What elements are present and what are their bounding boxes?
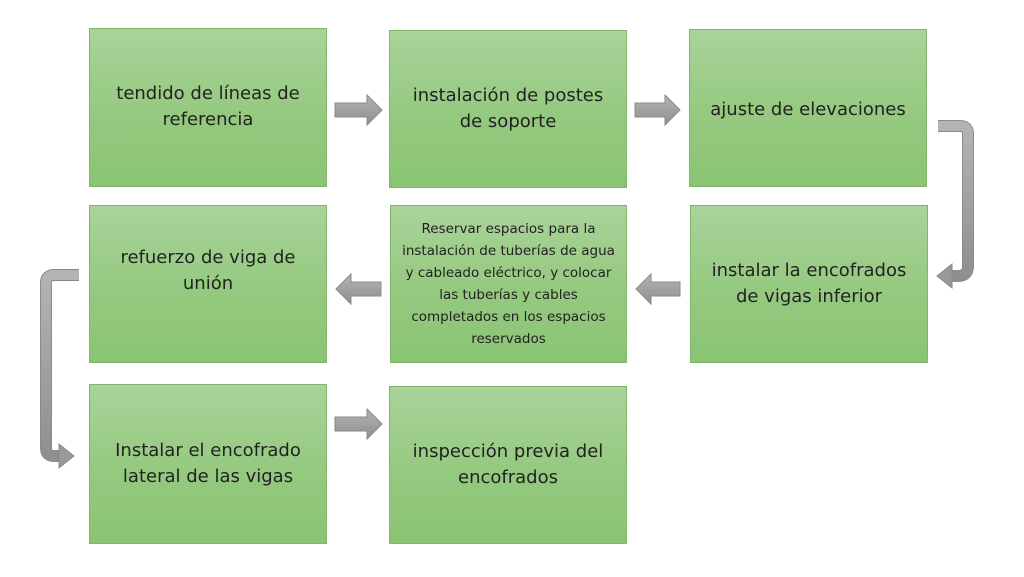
step-encofrado-lateral: Instalar el encofrado lateral de las vig… — [89, 384, 327, 544]
step-label: ajuste de elevaciones — [710, 99, 906, 120]
step-reservar-espacios: Reservar espacios para la instalación de… — [390, 205, 627, 363]
step-label: Reservar espacios para la instalación de… — [402, 221, 615, 347]
step-instalacion-postes: instalación de postes de soporte — [389, 30, 627, 188]
step-label: instalación de postes de soporte — [412, 85, 604, 132]
step-inspeccion-previa: inspección previa del encofrados — [389, 386, 627, 544]
arrow-left-1 — [635, 272, 681, 306]
step-label: instalar la encofrados de vigas inferior — [711, 260, 907, 307]
arrow-right-1 — [334, 93, 383, 127]
arrow-curve-left-head — [58, 442, 75, 470]
step-instalar-encofrados-inferior: instalar la encofrados de vigas inferior — [690, 205, 928, 363]
step-tendido-lineas: tendido de líneas de referencia — [89, 28, 327, 187]
arrow-right-2 — [634, 93, 681, 127]
step-label: tendido de líneas de referencia — [116, 82, 300, 130]
step-refuerzo-viga: refuerzo de viga de unión — [89, 205, 327, 363]
step-ajuste-elevaciones: ajuste de elevaciones — [689, 29, 927, 187]
arrow-curve-right — [938, 120, 974, 282]
arrow-curve-right-head — [936, 262, 953, 290]
step-label: refuerzo de viga de unión — [120, 247, 296, 294]
arrow-left-2 — [335, 272, 382, 306]
step-label: Instalar el encofrado lateral de las vig… — [115, 440, 301, 487]
arrow-right-3 — [334, 407, 383, 441]
step-label: inspección previa del encofrados — [412, 441, 604, 488]
arrow-curve-left — [40, 269, 79, 462]
